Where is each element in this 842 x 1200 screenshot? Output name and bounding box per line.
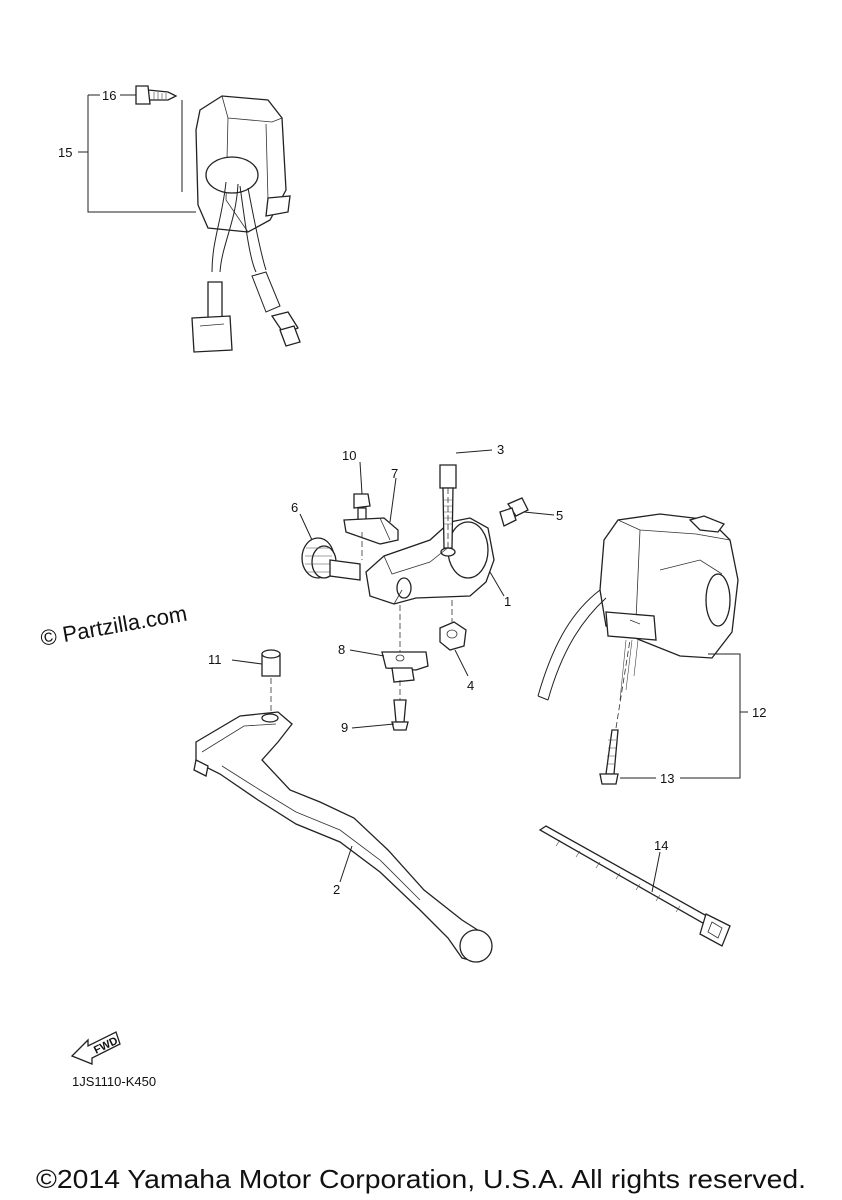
callout-6: 6 <box>291 500 298 515</box>
leader-lines <box>78 94 708 893</box>
callout-labels: 1 2 3 4 5 6 7 8 9 10 11 12 13 14 15 16 <box>58 88 766 897</box>
callout-9: 9 <box>341 720 348 735</box>
brake-lever <box>193 711 493 963</box>
callout-5: 5 <box>556 508 563 523</box>
fwd-label: FWD <box>92 1035 120 1057</box>
callout-2: 2 <box>333 882 340 897</box>
callout-11: 11 <box>208 652 222 667</box>
callout-15: 15 <box>58 145 72 160</box>
left-handlebar-switch-assembly <box>87 85 301 353</box>
cable-tie <box>538 825 731 947</box>
callout-12: 12 <box>752 705 766 720</box>
callout-7: 7 <box>391 466 398 481</box>
partzilla-watermark: © Partzilla.com <box>39 601 189 651</box>
callout-13: 13 <box>660 771 674 786</box>
callout-16: 16 <box>102 88 116 103</box>
callout-4: 4 <box>467 678 474 693</box>
callout-10: 10 <box>342 448 356 463</box>
callout-1: 1 <box>504 594 511 609</box>
callout-3: 3 <box>497 442 504 457</box>
lever-holder-assembly <box>261 464 529 731</box>
callout-8: 8 <box>338 642 345 657</box>
right-handlebar-switch-assembly <box>537 513 748 785</box>
copyright-notice: ©2014 Yamaha Motor Corporation, U.S.A. A… <box>36 1164 806 1194</box>
callout-14: 14 <box>654 838 668 853</box>
fwd-arrow-icon: FWD <box>70 1031 121 1065</box>
diagram-code: 1JS1110-K450 <box>72 1074 156 1089</box>
